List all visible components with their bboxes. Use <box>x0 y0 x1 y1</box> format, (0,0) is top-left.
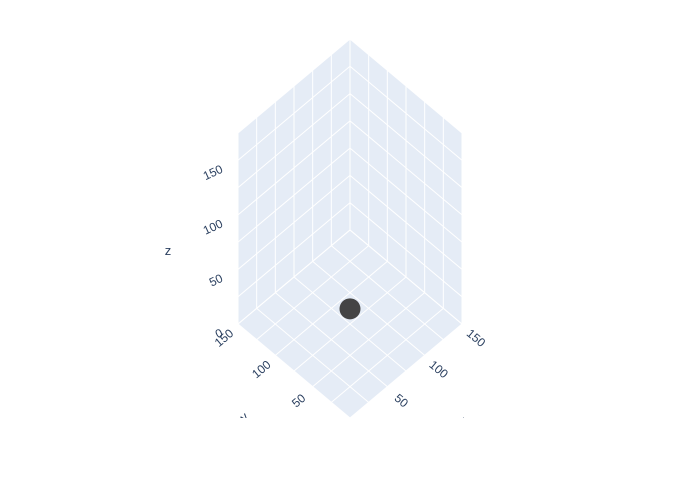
gridline-y-floor <box>349 323 463 418</box>
data-marks <box>339 298 361 320</box>
gridline-z-ywall <box>237 229 351 325</box>
gridline-y-floor <box>293 276 407 372</box>
z-tick-label: 150 <box>201 162 225 183</box>
gridline-z-xwall <box>349 229 463 325</box>
x-axis-title: x <box>457 413 472 429</box>
x-tick-label: 50 <box>392 391 411 411</box>
gridline-y-floor <box>256 245 369 341</box>
gridline-z-xwall <box>349 175 463 270</box>
y-axis-title: y <box>237 409 252 425</box>
gridline-y-floor <box>331 307 444 403</box>
gridline-z-xwall <box>349 147 463 243</box>
z-tick-label: 50 <box>207 271 225 289</box>
gridline-y-floor <box>312 292 425 388</box>
gridline-z-xwall <box>349 65 463 161</box>
gridline-z-xwall <box>349 38 463 134</box>
gridline-z-xwall <box>349 93 463 188</box>
gridline-z-ywall <box>237 65 351 161</box>
x-tick-label: 100 <box>426 358 451 382</box>
x-tick-label: 0 <box>357 424 371 439</box>
gridline-z-ywall <box>237 147 351 243</box>
gridline-z-xwall <box>349 120 463 216</box>
z-axis-title: z <box>165 243 172 258</box>
y-tick-label: 0 <box>329 424 343 439</box>
y-tick-label: 50 <box>289 391 308 411</box>
gridline-z-ywall <box>237 202 351 298</box>
gridline-y-floor <box>275 260 388 356</box>
gridline-z-ywall <box>237 38 351 134</box>
z-tick-label: 100 <box>201 216 225 237</box>
gridline-z-ywall <box>237 120 351 216</box>
axis-titles: x y z <box>165 243 472 429</box>
x-tick-label: 150 <box>464 326 489 350</box>
gridline-z-ywall <box>237 175 351 270</box>
gridline-z-ywall <box>237 93 351 188</box>
y-tick-label: 100 <box>249 357 274 381</box>
data-point-0[interactable] <box>339 298 361 320</box>
gridlines <box>237 38 463 418</box>
gridline-z-xwall <box>349 202 463 298</box>
